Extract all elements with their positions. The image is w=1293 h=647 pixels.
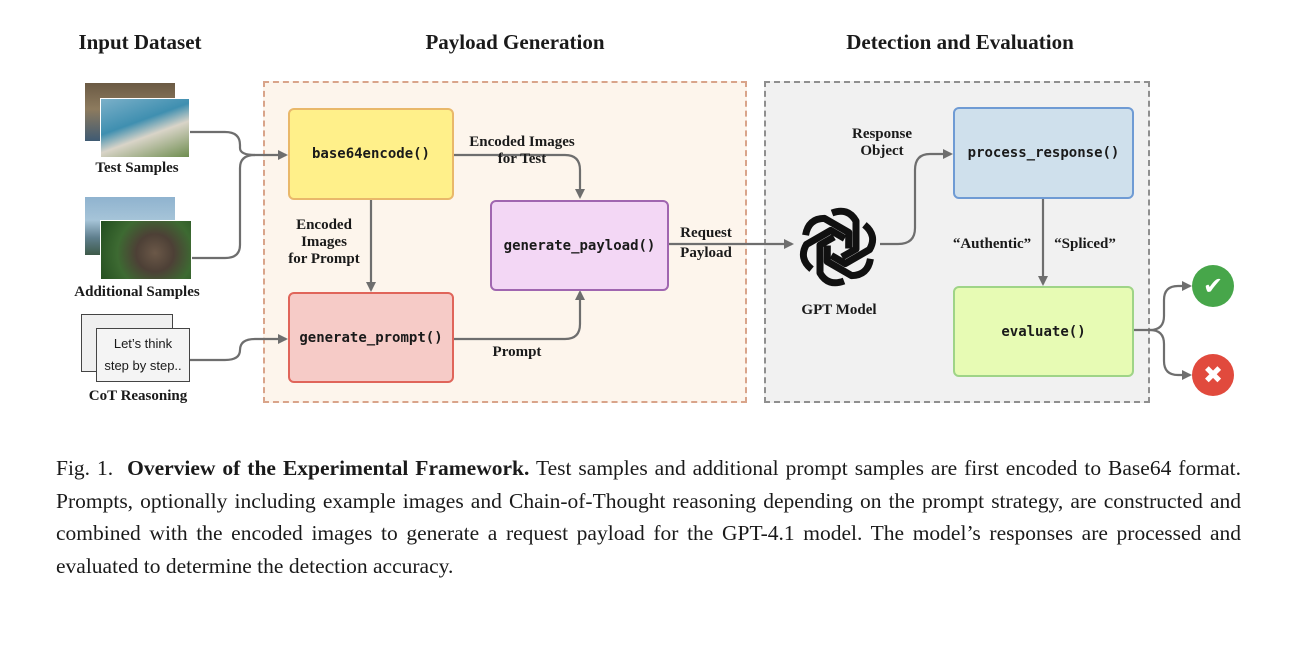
evaluate-box: evaluate() <box>953 286 1134 377</box>
response-object-label-line-1: Response <box>851 126 912 142</box>
caption-title: Overview of the Experimental Framework. <box>127 456 530 480</box>
edge-encode-to-payload <box>453 153 585 199</box>
section-title-payload: Payload Generation <box>425 30 605 54</box>
generate-prompt-box: generate_prompt() <box>288 292 454 383</box>
gpt-model-node <box>793 202 883 292</box>
figure-caption: Fig. 1. Overview of the Experimental Fra… <box>56 452 1241 582</box>
edge-cot-to-prompt <box>190 334 288 362</box>
request-payload-label-line-1: Request <box>680 225 732 241</box>
encoded-prompt-label-line-2: Images <box>301 234 347 250</box>
cot-reasoning-label: CoT Reasoning <box>88 388 188 404</box>
caption-fig-number: Fig. 1. <box>56 456 114 480</box>
section-title-detection: Detection and Evaluation <box>846 30 1074 54</box>
generate-payload-label: generate_payload() <box>503 237 656 254</box>
additional-samples-label: Additional Samples <box>74 284 200 300</box>
edge-prompt-to-payload <box>453 290 585 341</box>
cot-card-line-2: step by step.. <box>104 358 182 373</box>
authentic-label: “Authentic” <box>952 236 1032 252</box>
generate-payload-box: generate_payload() <box>490 200 669 291</box>
edge-evaluate-to-cross <box>1149 328 1192 380</box>
spliced-label: “Spliced” <box>1054 236 1116 252</box>
response-object-label: Response Object <box>836 126 928 160</box>
request-payload-label: Request Payload <box>670 225 742 262</box>
cot-card-line-1: Let’s think <box>113 336 173 351</box>
cross-icon: ✖ <box>1192 354 1234 396</box>
edge-evaluate-to-check <box>1133 281 1192 332</box>
request-payload-label-line-2: Payload <box>680 245 732 261</box>
process-response-label: process_response() <box>967 145 1120 161</box>
base64encode-label: base64encode() <box>311 146 430 162</box>
encoded-prompt-label-line-1: Encoded <box>296 217 352 233</box>
evaluate-label: evaluate() <box>1001 323 1086 340</box>
generate-prompt-label: generate_prompt() <box>299 329 443 346</box>
prompt-edge-label: Prompt <box>492 344 542 360</box>
check-icon: ✔ <box>1192 265 1234 307</box>
gpt-model-label: GPT Model <box>801 302 877 318</box>
test-samples-label: Test Samples <box>95 160 179 176</box>
edge-additional-to-encode <box>192 153 256 260</box>
edge-gpt-to-process <box>880 149 953 246</box>
encoded-prompt-label-line-3: for Prompt <box>288 251 360 267</box>
edge-test-to-encode <box>190 130 288 160</box>
process-response-box: process_response() <box>953 107 1134 199</box>
encoded-prompt-label: Encoded Images for Prompt <box>276 217 372 268</box>
additional-sample-photo-front <box>100 220 192 280</box>
encoded-test-label-line-1: Encoded Images <box>469 134 575 150</box>
response-object-label-line-2: Object <box>860 143 904 159</box>
cot-card-front: Let’s think step by step.. <box>96 328 190 382</box>
base64encode-box: base64encode() <box>288 108 454 200</box>
test-sample-photo-front <box>100 98 190 158</box>
caption-body: Test samples and additional prompt sampl… <box>56 456 1241 578</box>
encoded-test-label-line-2: for Test <box>497 151 547 167</box>
section-title-input: Input Dataset <box>78 30 202 54</box>
encoded-test-label: Encoded Images for Test <box>455 134 589 168</box>
openai-logo-icon <box>799 207 877 287</box>
